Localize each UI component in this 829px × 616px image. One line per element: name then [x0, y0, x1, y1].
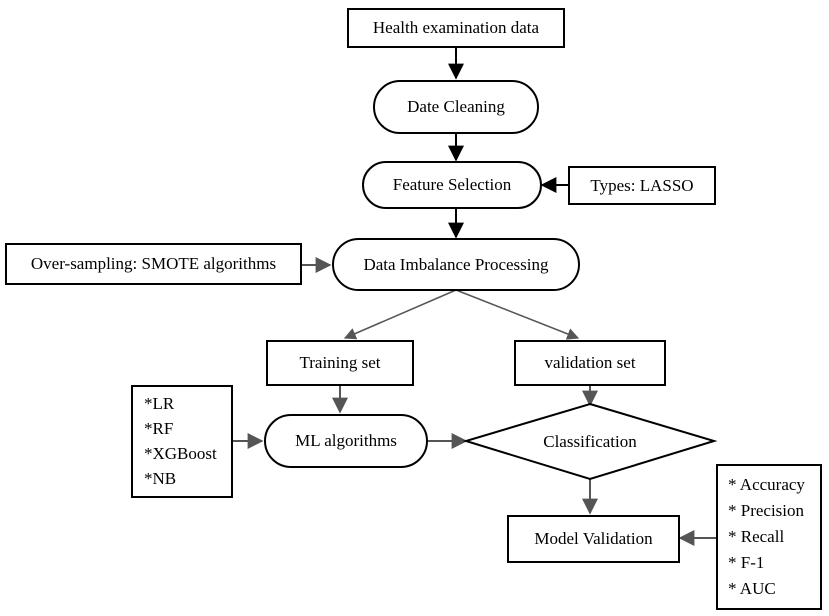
data-cleaning-label: Date Cleaning [407, 97, 505, 116]
model-validation-box: Model Validation [507, 515, 680, 563]
arrow-imbalance-to-training [343, 289, 457, 340]
types-lasso-label: Types: LASSO [590, 175, 694, 195]
types-lasso-box: Types: LASSO [568, 166, 716, 205]
algorithm-item: *RF [144, 418, 174, 438]
training-set-label: Training set [299, 353, 381, 372]
algorithms-list-box: *LR *RF *XGBoost *NB [131, 385, 233, 498]
data-cleaning-box: Date Cleaning [373, 80, 539, 134]
health-examination-data-box: Health examination data [347, 8, 565, 48]
health-examination-data-label: Health examination data [372, 18, 540, 37]
data-imbalance-processing-box: Data Imbalance Processing [332, 238, 580, 291]
metric-item: * Accuracy [728, 475, 805, 494]
metric-item: * Recall [728, 527, 785, 546]
ml-algorithms-box: ML algorithms [264, 414, 428, 468]
oversampling-box: Over-sampling: SMOTE algorithms [5, 243, 302, 285]
metric-item: * F-1 [728, 553, 765, 572]
metric-item: * AUC [728, 579, 776, 598]
arrow-imbalance-to-validation [455, 289, 580, 340]
algorithm-item: *NB [144, 469, 177, 489]
validation-set-label: validation set [544, 353, 636, 372]
training-set-box: Training set [266, 340, 414, 386]
validation-set-box: validation set [514, 340, 666, 386]
oversampling-label: Over-sampling: SMOTE algorithms [30, 254, 277, 273]
model-validation-label: Model Validation [534, 529, 653, 548]
classification-label: Classification [543, 432, 637, 451]
feature-selection-box: Feature Selection [362, 161, 542, 209]
classification-diamond [462, 402, 718, 481]
feature-selection-label: Feature Selection [392, 175, 512, 194]
metrics-list-box: * Accuracy * Precision * Recall * F-1 * … [716, 464, 822, 610]
algorithm-item: *XGBoost [144, 444, 217, 464]
algorithm-item: *LR [144, 393, 175, 413]
metric-item: * Precision [728, 501, 805, 520]
ml-algorithms-label: ML algorithms [295, 431, 397, 450]
data-imbalance-processing-label: Data Imbalance Processing [363, 254, 549, 274]
